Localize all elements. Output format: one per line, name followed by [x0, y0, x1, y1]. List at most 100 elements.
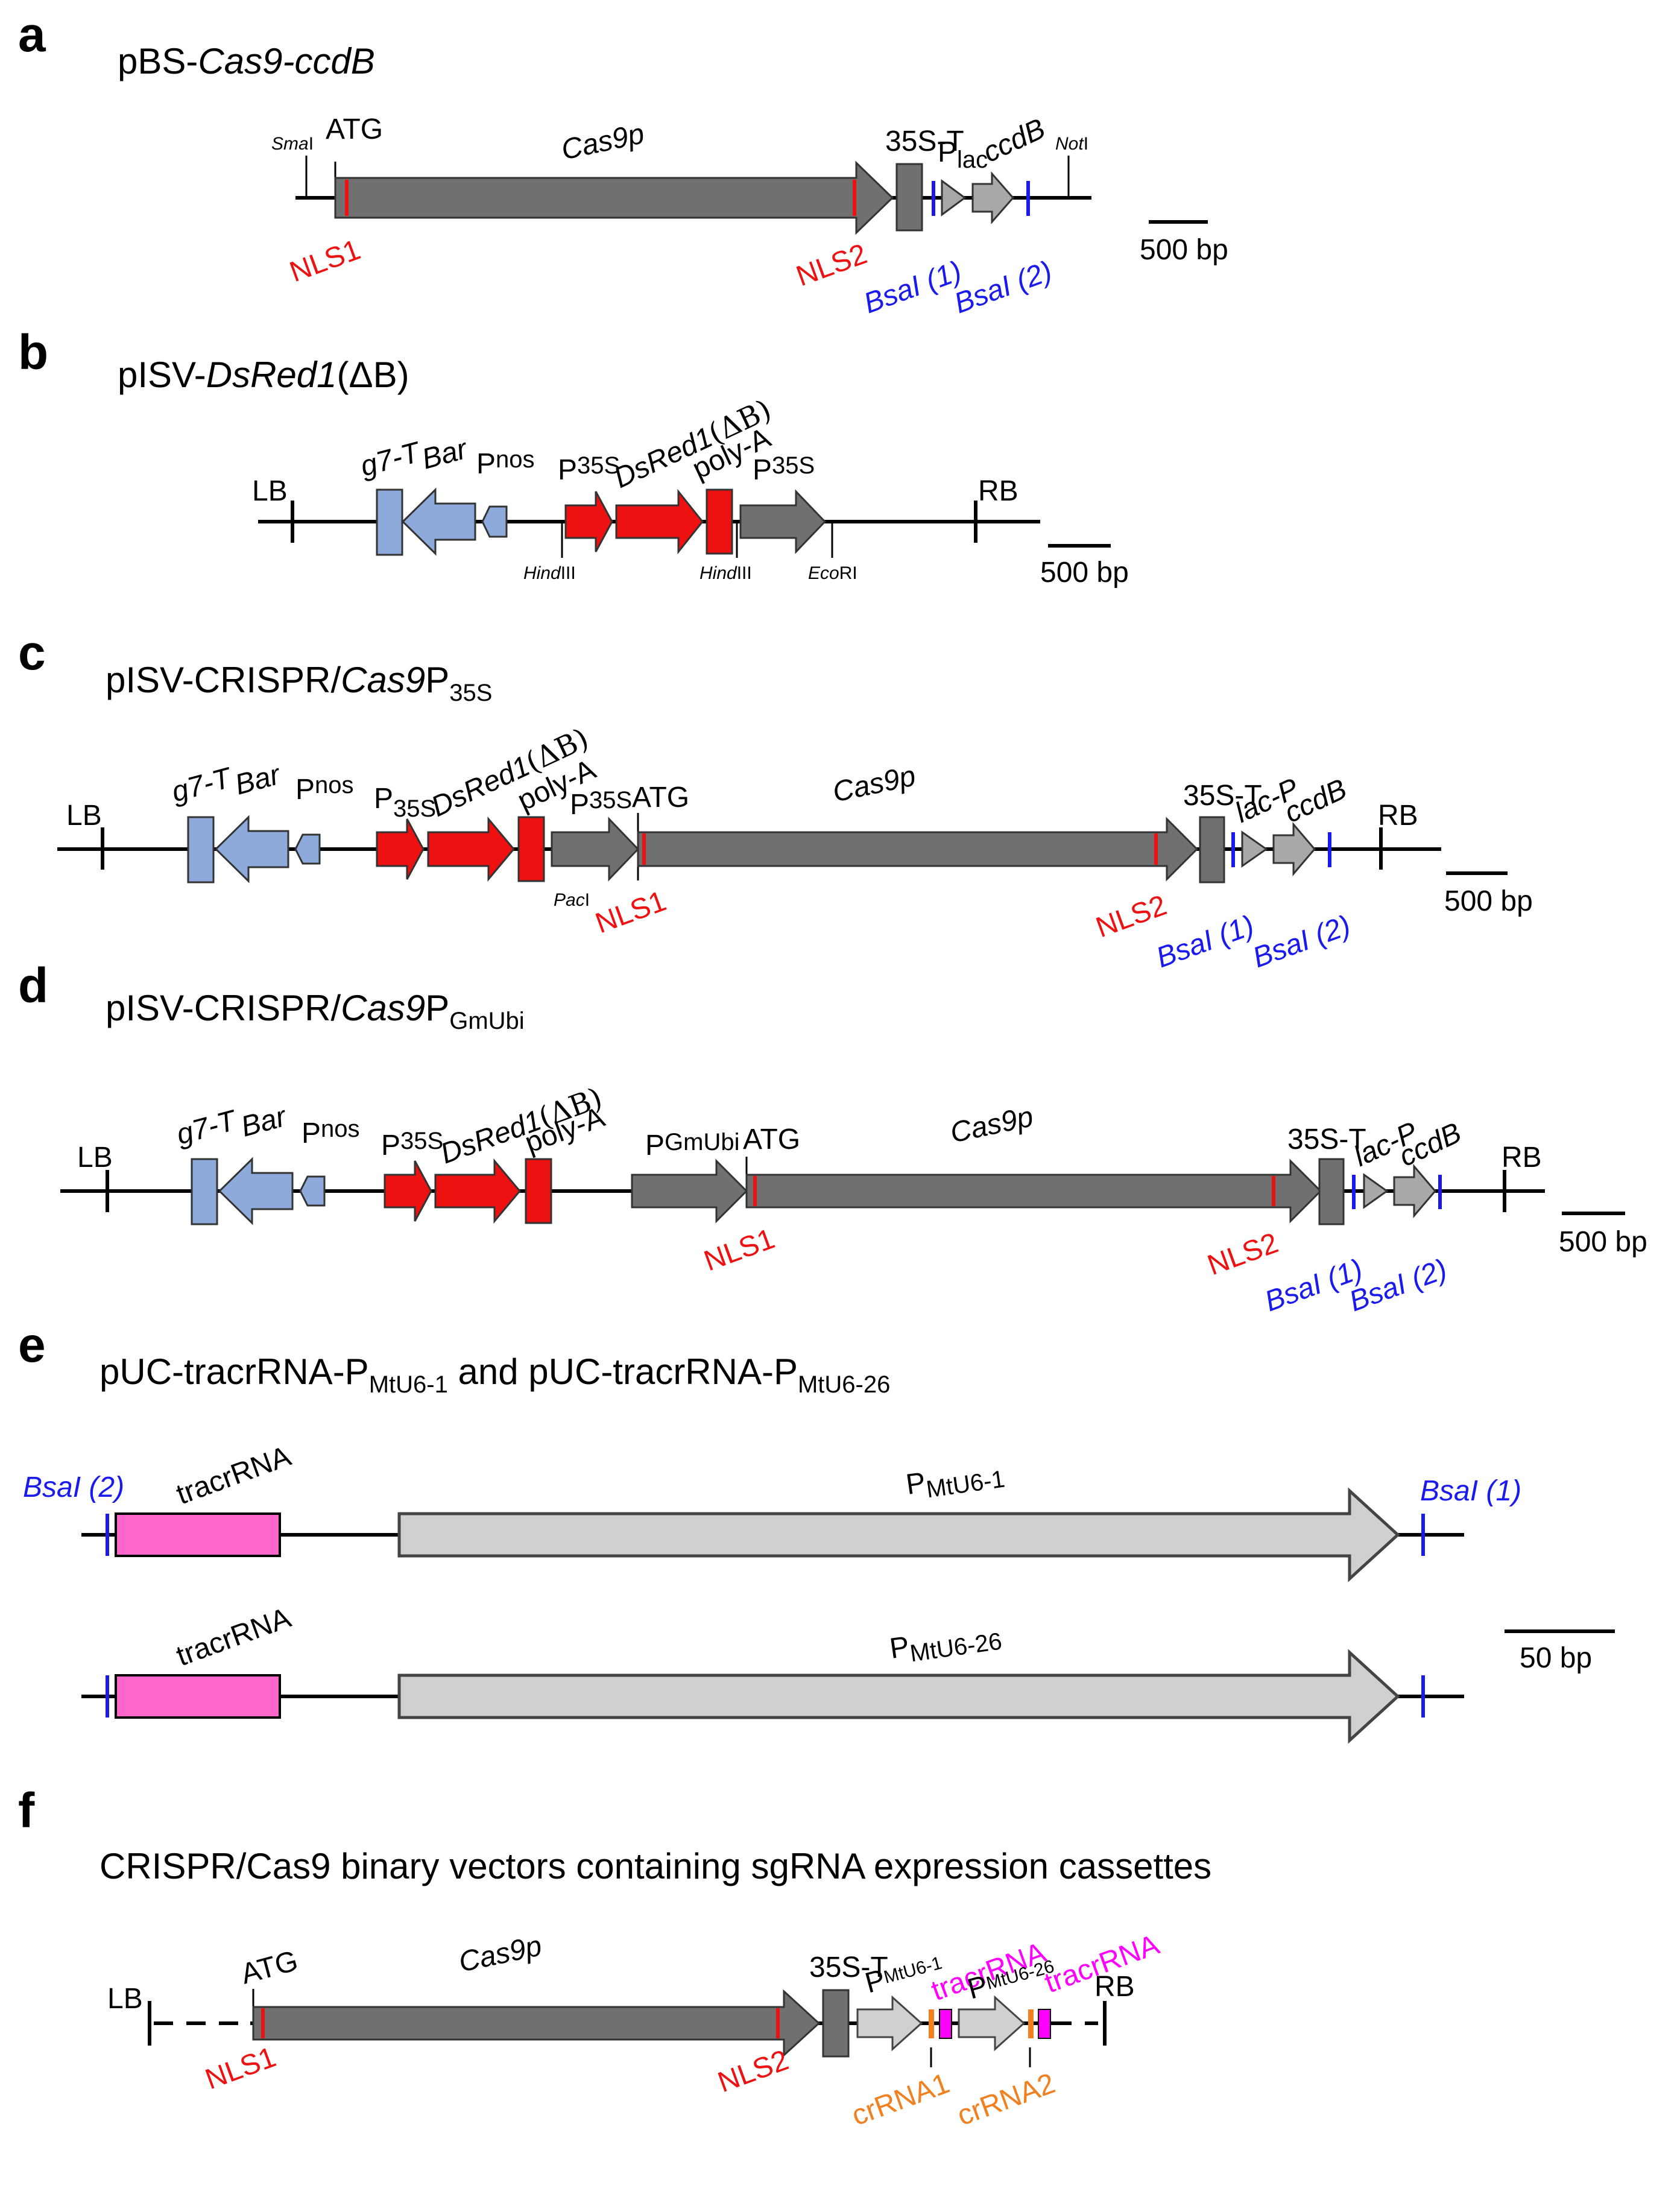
panel-f: f CRISPR/Cas9 binary vectors containing …	[18, 1783, 1211, 2132]
crrna2-box	[1028, 2009, 1034, 2038]
panel-letter: f	[18, 1783, 35, 1838]
rb-label: RB	[1502, 1142, 1542, 1174]
pgmubi-label: PGmUbi	[645, 1129, 739, 1161]
noti-label: NotI	[1055, 134, 1088, 154]
rb-label: RB	[1094, 1971, 1135, 2003]
panel-letter: a	[18, 7, 46, 62]
lb-label: LB	[252, 475, 288, 507]
ccdb-arrow	[971, 171, 1014, 224]
panel-letter: c	[18, 625, 46, 680]
nls2-label: NLS2	[714, 2044, 793, 2099]
bar-label: Bar	[238, 1101, 291, 1143]
p35s-arrow	[384, 1160, 432, 1222]
pnos-arrow	[481, 505, 508, 538]
pnos-label: Pnos	[295, 772, 354, 806]
g7t-box	[376, 488, 403, 556]
nls2-label: NLS2	[1092, 889, 1171, 944]
scale-label: 500 bp	[1444, 885, 1533, 917]
ccdb-arrow	[1393, 1163, 1436, 1219]
35s-terminator-box	[1199, 816, 1225, 883]
p35s-arrow	[376, 818, 425, 880]
panel-letter: d	[18, 958, 48, 1013]
p35s-label: P35S	[374, 783, 436, 822]
35s-t-label: 35S-T	[885, 125, 964, 157]
pnos-arrow	[299, 1175, 326, 1207]
dsred1-arrow	[434, 1158, 521, 1224]
pmtu6-1-label: PMtU6-1	[904, 1456, 1006, 1506]
scale-label: 500 bp	[1040, 557, 1129, 589]
panel-title: pBS-Cas9-ccdB	[118, 41, 375, 81]
tracrrna-label-1: tracrRNA	[172, 1440, 295, 1511]
cas9p-label: Cas9p	[558, 118, 647, 166]
panel-c: c pISV-CRISPR/Cas9P35S LB g7-T Bar Pnos …	[18, 625, 1533, 974]
bar-label: Bar	[232, 759, 285, 801]
bar-arrow	[401, 487, 476, 556]
plac-arrow	[941, 179, 967, 216]
pmtu6-1-arrow	[856, 1995, 923, 2052]
nls1-label: NLS1	[286, 233, 365, 288]
hindiii-label-1: HindIII	[523, 563, 576, 583]
smai-label: SmaI	[271, 134, 314, 154]
bar-arrow	[214, 815, 289, 883]
panel-title: pISV-DsRed1(ΔB)	[118, 355, 409, 395]
pnos-label: Pnos	[476, 446, 535, 480]
dsred1-arrow	[427, 816, 515, 882]
poly-a-box	[706, 488, 733, 555]
crrna2-label: crRNA2	[953, 2067, 1059, 2132]
panel-title: CRISPR/Cas9 binary vectors containing sg…	[99, 1846, 1211, 1886]
lb-label: LB	[77, 1142, 113, 1174]
bsai1-label: BsaI (1)	[860, 255, 966, 320]
tracrrna-box-2	[1038, 2009, 1051, 2039]
crrna1-label: crRNA1	[848, 2067, 954, 2132]
tracrrna-label-2: tracrRNA	[172, 1602, 295, 1672]
panel-title: pISV-CRISPR/Cas9P35S	[106, 660, 492, 706]
bsai1-label: BsaI (1)	[1420, 1475, 1521, 1507]
tracrrna-box-1	[115, 1512, 281, 1557]
ecori-label: EcoRI	[808, 563, 857, 583]
nls1-label: NLS1	[700, 1222, 779, 1277]
panel-b: b pISV-DsRed1(ΔB) LB g7-T Bar Pnos P35S …	[18, 325, 1129, 589]
pgmubi-arrow	[631, 1158, 748, 1224]
p35s-label: P35S	[558, 452, 620, 486]
bsai2-label: BsaI (2)	[23, 1471, 124, 1503]
rb-label: RB	[1378, 800, 1418, 832]
35s-terminator-box	[895, 163, 923, 232]
cas9p-label: Cas9p	[830, 760, 918, 809]
pnos-label: Pnos	[302, 1116, 360, 1149]
bsai2-label: BsaI (2)	[1249, 909, 1355, 974]
nls1-label: NLS1	[592, 885, 671, 940]
cas9p-arrow	[745, 1158, 1322, 1224]
g7t-label: g7-T	[357, 436, 425, 483]
scale-label: 500 bp	[1559, 1226, 1647, 1258]
poly-a-box	[525, 1158, 552, 1224]
panel-letter: b	[18, 325, 48, 380]
pmtu6-26-label: PMtU6-26	[888, 1618, 1003, 1670]
35s-t-label: 35S-T	[1287, 1124, 1366, 1155]
nls2-label: NLS2	[1204, 1227, 1283, 1282]
nls2-label: NLS2	[792, 238, 871, 292]
tracrrna-box-1	[939, 2009, 952, 2039]
cas9p-arrow	[252, 1989, 821, 2058]
p35s-arrow	[564, 491, 613, 552]
hindiii-label-2: HindIII	[699, 563, 752, 583]
bsai2-label: BsaI (2)	[950, 255, 1056, 320]
p35s-arrow-2	[739, 489, 827, 554]
nls1-label: NLS1	[201, 2041, 280, 2096]
cas9p-arrow	[637, 817, 1199, 882]
pmtu6-26-arrow	[958, 1995, 1026, 2052]
p35s-label-2: P35S	[570, 787, 632, 821]
panel-e: e pUC-tracrRNA-PMtU6-1 and pUC-tracrRNA-…	[18, 1318, 1615, 1744]
lb-label: LB	[66, 800, 102, 832]
panel-a: a pBS-Cas9-ccdB SmaI ATG Cas9p 35S-T Pla…	[18, 7, 1228, 320]
atg-label: ATG	[743, 1124, 800, 1155]
g7t-box	[191, 1158, 218, 1225]
atg-label: ATG	[238, 1945, 302, 1991]
panel-d: d pISV-CRISPR/Cas9PGmUbi LB g7-T Bar Pno…	[18, 958, 1647, 1318]
scale-label: 500 bp	[1140, 234, 1228, 266]
ccdb-label: ccdB	[978, 113, 1050, 169]
pnos-arrow	[294, 833, 321, 865]
lb-label: LB	[107, 1983, 143, 2015]
atg-label: ATG	[326, 113, 383, 145]
35s-terminator-box	[822, 1989, 850, 2058]
